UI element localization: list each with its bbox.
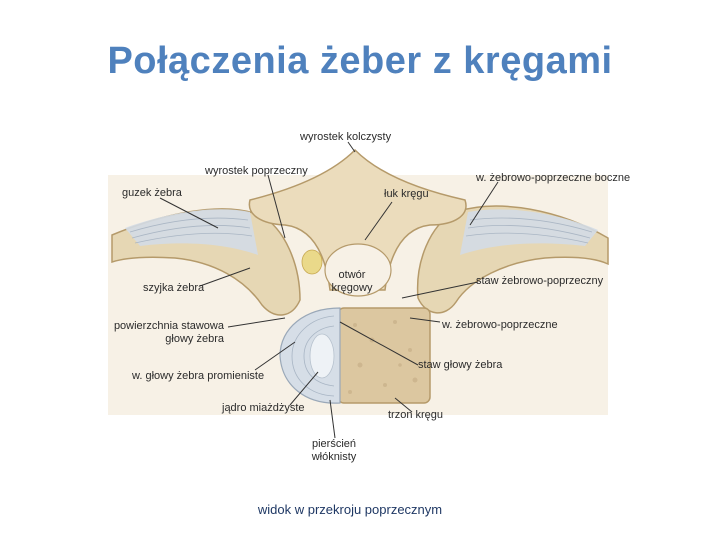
page-title: Połączenia żeber z kręgami	[107, 40, 613, 82]
label-articular-surface: powierzchnia stawowa głowy żebra	[108, 320, 224, 346]
label-vertebral-foramen: otwór kręgowy	[322, 269, 382, 295]
label-articular-surface-line2: głowy żebra	[165, 333, 224, 345]
pointer-arch	[364, 201, 393, 241]
label-vertebral-arch: łuk kręgu	[384, 188, 429, 200]
pointer-transverse	[267, 174, 286, 239]
pointer-spinous	[347, 141, 356, 153]
label-annulus-line1: pierścień	[311, 438, 357, 450]
pointer-joint	[401, 281, 479, 299]
label-annulus-fibrosus: pierścień włóknisty	[302, 438, 366, 464]
figure-caption: widok w przekroju poprzecznym	[257, 502, 443, 517]
vertebral-arch	[248, 148, 467, 291]
right-ligament	[460, 209, 598, 255]
pointer-body	[394, 397, 413, 413]
pointer-ct-ligament	[409, 317, 441, 323]
pointer-nucleus	[289, 371, 319, 406]
label-transverse-process: wyrostek poprzeczny	[205, 165, 308, 177]
pointer-articular	[227, 317, 286, 328]
left-ligament	[125, 209, 258, 255]
label-vertebral-foramen-line2: kręgowy	[331, 282, 373, 294]
label-articular-surface-line1: powierzchnia stawowa	[113, 320, 224, 332]
label-vertebral-body: trzon kręgu	[388, 409, 444, 421]
label-costotransverse-joint: staw żebrowo-poprzeczny	[476, 275, 604, 287]
pointer-neck	[199, 267, 251, 287]
label-costotransverse-ligament: w. żebrowo-poprzeczne	[442, 319, 558, 331]
label-radiate-ligament: w. głowy żebra promieniste	[132, 370, 265, 382]
label-lateral-costotransverse-ligament: w. żebrowo-poprzeczne boczne	[476, 172, 631, 184]
label-nucleus-pulposus: jądro miażdżyste	[222, 402, 305, 414]
pointer-tubercle	[159, 197, 219, 229]
nucleus-pulposus	[309, 333, 335, 379]
pointer-radiate	[254, 341, 296, 371]
label-annulus-line2: włóknisty	[311, 451, 357, 463]
facet-spot	[301, 249, 323, 275]
pointer-lat-ligament	[469, 181, 499, 226]
label-vertebral-foramen-line1: otwór	[338, 269, 366, 281]
label-rib-tubercle: guzek żebra	[122, 187, 182, 199]
pointer-head-joint	[339, 321, 419, 366]
label-rib-neck: szyjka żebra	[143, 282, 205, 294]
pointer-annulus	[329, 399, 336, 439]
vertebral-foramen	[324, 243, 392, 297]
vertebral-body	[337, 307, 431, 404]
label-rib-head-joint: staw głowy żebra	[418, 359, 503, 371]
label-spinous-process: wyrostek kolczysty	[300, 131, 392, 143]
